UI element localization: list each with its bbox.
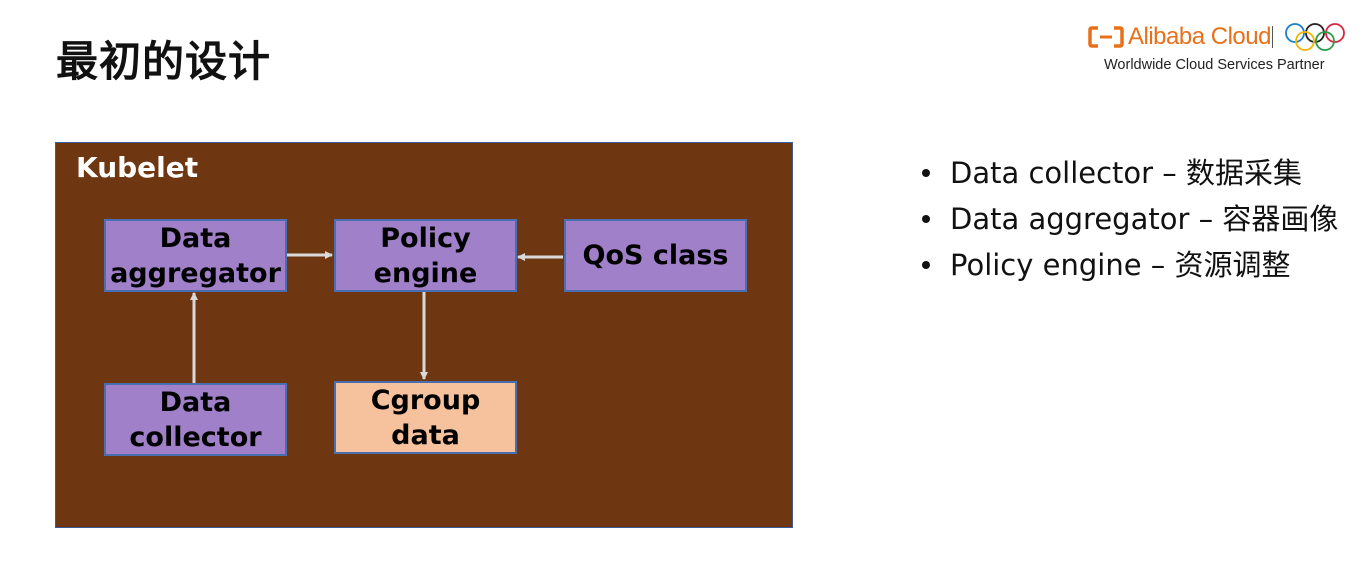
policy-engine-box: Policy engine xyxy=(334,219,517,292)
bullet-text: Data collector – 数据采集 xyxy=(950,156,1303,190)
alibaba-cloud-logo: Alibaba Cloud Worldwide Cloud Services P… xyxy=(1088,22,1348,78)
data-aggregator-box: Data aggregator xyxy=(104,219,287,292)
diagram-arrows xyxy=(190,251,563,383)
bullet-text: Policy engine – 资源调整 xyxy=(950,248,1291,282)
olympic-rings-icon xyxy=(1285,23,1345,51)
logo-brand: Alibaba Cloud xyxy=(1088,22,1271,52)
bullet-item: Policy engine – 资源调整 xyxy=(920,242,1338,288)
alibaba-cloud-mark-icon xyxy=(1088,26,1124,48)
data-collector-box: Data collector xyxy=(104,383,287,456)
logo-tagline: Worldwide Cloud Services Partner xyxy=(1104,57,1325,73)
logo-brand-text: Alibaba Cloud xyxy=(1128,23,1271,50)
cgroup-data-box: Cgroup data xyxy=(334,381,517,454)
bullet-list: Data collector – 数据采集 Data aggregator – … xyxy=(920,150,1338,288)
logo-divider xyxy=(1272,26,1273,48)
bullet-dot xyxy=(922,169,930,177)
bullet-dot xyxy=(922,215,930,223)
bullet-item: Data collector – 数据采集 xyxy=(920,150,1338,196)
bullet-dot xyxy=(922,261,930,269)
kubelet-label: Kubelet xyxy=(76,151,199,184)
slide-title: 最初的设计 xyxy=(56,37,272,86)
kubelet-frame: Kubelet Data aggregator Policy engine Qo… xyxy=(55,142,793,528)
bullet-item: Data aggregator – 容器画像 xyxy=(920,196,1338,242)
qos-class-box: QoS class xyxy=(564,219,747,292)
bullet-text: Data aggregator – 容器画像 xyxy=(950,202,1339,236)
